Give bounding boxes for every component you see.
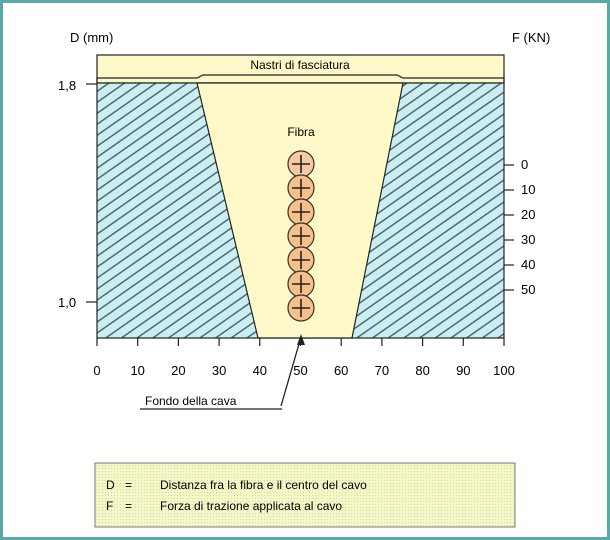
x-tick-label: 90 (456, 363, 470, 378)
legend-symbol-d: D (106, 478, 115, 492)
fibre-label: Fibra (287, 125, 315, 139)
left-tick-bottom: 1,0 (58, 295, 76, 310)
legend-eq-f: = (125, 499, 132, 513)
right-axis-ticks: 0 10 20 30 40 50 (504, 157, 535, 297)
right-tick-label: 0 (521, 157, 528, 172)
fibre-5 (287, 246, 315, 274)
fibre-2 (287, 174, 315, 202)
callout-arrowhead (297, 334, 305, 345)
x-tick-label: 20 (171, 363, 185, 378)
right-tick-label: 20 (521, 207, 535, 222)
fibre-stack (287, 150, 315, 322)
x-tick-label: 80 (415, 363, 429, 378)
tape-band-label: Nastri di fasciatura (250, 58, 350, 72)
x-axis-ticks: 0 10 20 30 40 50 60 70 80 90 100 (93, 338, 515, 378)
left-axis-label: D (mm) (70, 30, 113, 45)
x-tick-label: 70 (375, 363, 389, 378)
x-tick-label: 40 (253, 363, 267, 378)
fibre-1 (287, 150, 315, 178)
left-tick-top: 1,8 (58, 78, 76, 93)
fibre-6 (287, 270, 315, 298)
x-tick-label: 60 (334, 363, 348, 378)
fibre-4 (287, 222, 315, 250)
legend-text-f: Forza di trazione applicata al cavo (160, 499, 342, 513)
bottom-callout-label: Fondo della cava (145, 394, 237, 408)
x-tick-label: 10 (130, 363, 144, 378)
legend-box (94, 462, 516, 528)
x-tick-label: 50 (293, 363, 307, 378)
x-tick-label: 30 (212, 363, 226, 378)
groove-lip (96, 74, 505, 83)
right-axis-label: F (KN) (512, 30, 550, 45)
right-tick-label: 10 (521, 182, 535, 197)
x-tick-label: 0 (93, 363, 100, 378)
legend-eq-d: = (125, 478, 132, 492)
fibre-3 (287, 198, 315, 226)
callout-leader (280, 336, 302, 407)
fibre-7 (287, 294, 315, 322)
legend-text-d: Distanza fra la fibra e il centro del ca… (160, 478, 367, 492)
right-tick-label: 30 (521, 232, 535, 247)
right-tick-label: 50 (521, 282, 535, 297)
legend-symbol-f: F (106, 499, 113, 513)
right-tick-label: 40 (521, 257, 535, 272)
x-tick-label: 100 (493, 363, 515, 378)
